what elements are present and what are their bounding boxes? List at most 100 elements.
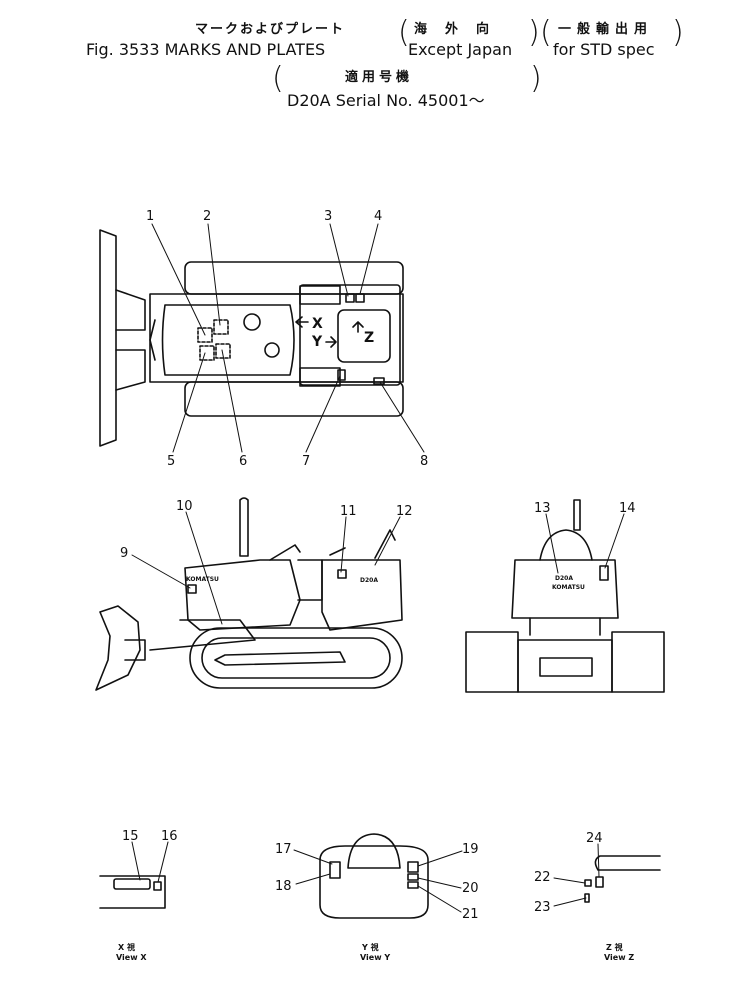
paren-close-3: ) <box>530 61 542 96</box>
view-z-fender <box>594 855 661 871</box>
qualifier1-japanese: 海外向 <box>414 22 508 37</box>
serial-english: D20A Serial No. 45001～ <box>287 91 485 110</box>
top-view-track-upper <box>184 261 404 295</box>
leader-21 <box>417 885 462 913</box>
view-x-arrow <box>295 316 309 328</box>
view-x-plate-16 <box>153 881 162 891</box>
callout-19: 19 <box>462 842 479 857</box>
top-view-decal-6 <box>215 343 231 359</box>
callout-1: 1 <box>146 209 154 224</box>
top-view-decal-1 <box>197 327 213 343</box>
callout-12: 12 <box>396 504 413 519</box>
callout-6: 6 <box>239 454 247 469</box>
callout-24: 24 <box>586 831 603 846</box>
rear-view-track-left <box>465 631 519 693</box>
top-view-plate-3 <box>345 293 355 303</box>
callout-14: 14 <box>619 501 636 516</box>
rear-view-seat <box>539 529 593 561</box>
callout-20: 20 <box>462 881 479 896</box>
view-x-label-en: View X <box>116 953 147 962</box>
leader-11 <box>340 516 347 573</box>
side-view-rear-body <box>321 559 403 631</box>
leader-19 <box>417 850 463 867</box>
side-view-blade <box>95 605 141 691</box>
callout-2: 2 <box>203 209 211 224</box>
callout-18: 18 <box>275 879 292 894</box>
leader-13 <box>545 513 559 574</box>
leader-18 <box>295 873 331 885</box>
paren-open-3: ( <box>272 61 284 96</box>
rear-view <box>465 499 665 693</box>
top-view-blade <box>99 229 117 447</box>
detail-view-x <box>99 875 166 909</box>
leader-22 <box>553 877 586 884</box>
side-view-plate-9 <box>187 584 197 594</box>
view-z-marker: Z <box>364 330 374 346</box>
side-view-plate-11 <box>337 569 347 579</box>
view-y-seat <box>347 833 401 869</box>
view-z-label-jp: Z 視 <box>606 942 623 952</box>
side-view-exhaust-stack <box>239 497 249 557</box>
side-view-lever-1 <box>269 544 301 561</box>
callout-7: 7 <box>302 454 310 469</box>
view-y-label-jp: Y 視 <box>361 942 379 952</box>
view-x-label-jp: X 視 <box>118 942 135 952</box>
rear-view-drawbar <box>539 657 593 677</box>
callout-9: 9 <box>120 546 128 561</box>
qualifier2-japanese: 一般輸出用 <box>558 22 654 37</box>
top-view-decal-5 <box>199 345 215 361</box>
callout-5: 5 <box>167 454 175 469</box>
view-z-plate-24 <box>595 876 604 888</box>
callout-22: 22 <box>534 870 551 885</box>
top-view-operator-deck <box>299 284 401 386</box>
leader-16 <box>157 841 169 883</box>
view-y-plate-19 <box>407 861 419 873</box>
top-view-plate-8 <box>373 377 385 385</box>
rear-view-body <box>511 559 619 619</box>
serial-japanese: 適用号機 <box>345 70 414 85</box>
leader-3 <box>329 223 349 297</box>
side-view-engine-hood <box>184 559 301 631</box>
leader-15 <box>131 841 141 881</box>
callout-11: 11 <box>340 504 357 519</box>
leader-17 <box>293 849 333 865</box>
side-view-operator-area <box>297 559 323 601</box>
leader-14 <box>604 513 625 569</box>
view-x-plate-15 <box>113 878 151 890</box>
side-view-brand-decal: KOMATSU <box>186 576 219 583</box>
top-view-track-lower <box>184 381 404 417</box>
rear-view-legs <box>529 617 601 636</box>
rear-view-rear-frame <box>517 639 613 693</box>
callout-15: 15 <box>122 829 139 844</box>
callout-10: 10 <box>176 499 193 514</box>
leader-2 <box>207 223 221 326</box>
callout-numbers: 1 2 3 4 5 6 7 8 9 10 11 12 13 14 15 16 1… <box>120 209 636 922</box>
rear-view-exhaust <box>573 499 581 531</box>
callout-4: 4 <box>374 209 382 224</box>
side-view-push-arm <box>149 619 256 651</box>
top-view-blade-arm-upper <box>115 289 146 331</box>
side-view-blade-mount <box>124 639 146 661</box>
view-z-arrow <box>352 321 364 333</box>
top-view-engine-hood <box>161 304 295 376</box>
detail-view-y <box>319 833 429 919</box>
top-view-plate-4 <box>355 293 365 303</box>
paren-open-1: ( <box>398 15 410 50</box>
top-view-muffler <box>264 342 280 358</box>
leader-4 <box>359 223 379 295</box>
view-x-panel <box>99 875 166 909</box>
detail-view-z <box>584 855 661 903</box>
leader-7 <box>305 375 341 453</box>
side-view-track <box>189 627 403 689</box>
figure-title: Fig. 3533 MARKS AND PLATES <box>86 40 326 59</box>
leader-24 <box>597 843 600 878</box>
view-labels: X 視 View X Y 視 View Y Z 視 View Z <box>116 942 634 962</box>
view-z-plate-22 <box>584 879 592 887</box>
leader-12 <box>374 516 401 566</box>
rear-view-model-decal: D20A <box>555 575 573 582</box>
top-view-fender-lower <box>299 367 341 387</box>
view-z-label-en: View Z <box>604 953 634 962</box>
leader-1 <box>151 223 206 336</box>
